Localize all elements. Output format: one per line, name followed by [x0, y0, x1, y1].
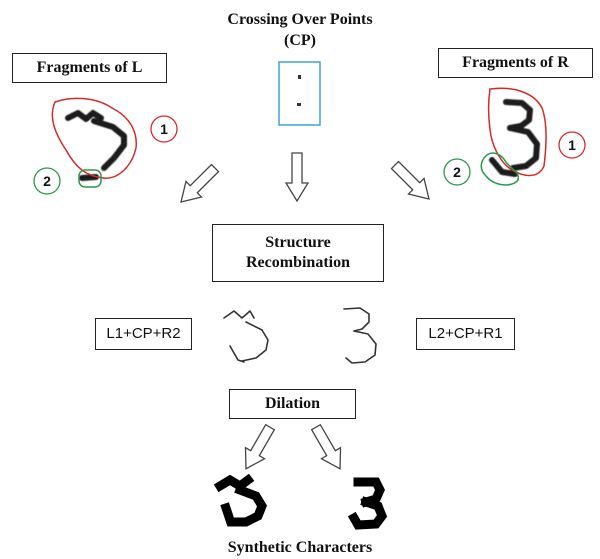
arrow-l-to-recombination [180, 163, 220, 203]
synthetic-characters-caption: Synthetic Characters [227, 539, 373, 556]
fragment-l-marker-2-circle [33, 167, 61, 195]
fragment-r-glyph [489, 99, 540, 177]
crossing-points-title-line1: Crossing Over Points [227, 11, 373, 28]
synthetic-glyph-right [347, 477, 388, 530]
cp-point-2 [297, 103, 301, 106]
crossing-points-title-line2: (CP) [284, 31, 316, 49]
fragment-r-marker-2: 2 [453, 164, 461, 180]
arrow-dilation-to-right [310, 423, 342, 470]
arrow-dilation-to-left [244, 423, 276, 470]
fragment-r-marker-1: 1 [568, 137, 576, 153]
structure-recombination-line2: Recombination [246, 254, 350, 271]
fragment-l-1-outline [51, 97, 137, 179]
structure-recombination-line1: Structure [265, 234, 331, 251]
fragment-r-1-outline [487, 87, 547, 177]
recombined-glyph-left [223, 310, 269, 363]
arrow-r-to-recombination [390, 160, 430, 200]
crossing-points-title: Crossing Over Points (CP) [190, 10, 410, 52]
formula-left-box: L1+CP+R2 [95, 318, 192, 350]
fragment-r-2-outline [480, 152, 520, 186]
arrow-cp-to-recombination [284, 152, 310, 203]
fragment-l-marker-1-circle [150, 115, 178, 143]
fragment-l-glyph [65, 110, 127, 181]
cp-box [278, 61, 321, 126]
fragment-r-marker-2-circle [443, 158, 471, 186]
fragments-of-l-label: Fragments of L [12, 53, 167, 83]
structure-recombination-box: Structure Recombination [212, 224, 384, 282]
dilation-box: Dilation [229, 389, 356, 419]
fragment-l-marker-1: 1 [160, 121, 168, 137]
synthetic-glyph-left [213, 473, 268, 527]
recombined-glyph-right [343, 307, 377, 364]
fragment-l-marker-2: 2 [43, 173, 51, 189]
fragment-l-2-outline [78, 169, 102, 188]
fragment-r-marker-1-circle [558, 131, 586, 159]
formula-right-box: L2+CP+R1 [416, 318, 515, 350]
fragments-of-r-label: Fragments of R [438, 48, 593, 78]
cp-point-1 [298, 75, 301, 79]
